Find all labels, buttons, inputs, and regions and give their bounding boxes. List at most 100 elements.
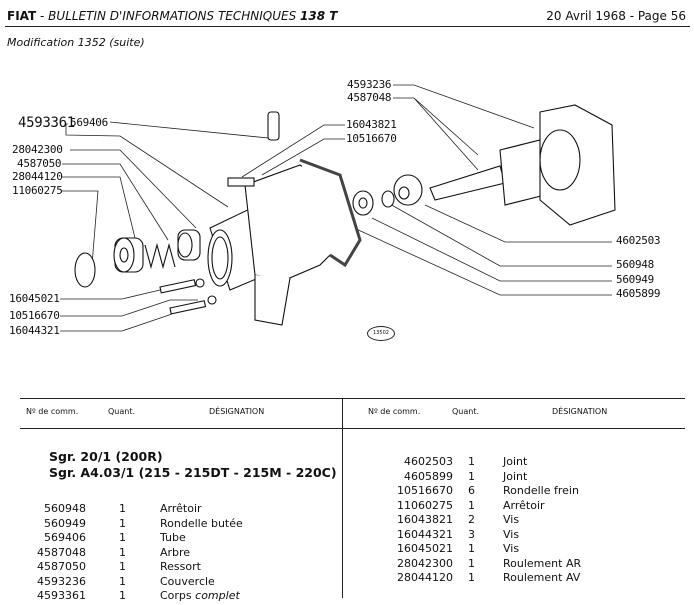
- designation-text: Roulement AR: [503, 556, 582, 570]
- designation-text: Arrêtoir: [160, 502, 202, 515]
- part-number: 4602503: [404, 455, 453, 468]
- designation: Couvercle: [160, 575, 215, 589]
- part-number: 28042300: [397, 556, 453, 570]
- col-header-qty: Quant.: [108, 407, 136, 416]
- designation: Vis: [503, 528, 519, 542]
- bulletin-name: BULLETIN D'INFORMATIONS TECHNIQUES: [48, 9, 297, 23]
- part-number: 16043821: [397, 513, 453, 526]
- table-header-rule: [20, 428, 685, 429]
- callout-label: 560949: [616, 273, 654, 286]
- circlip-part: [74, 252, 96, 288]
- designation: Joint: [503, 470, 527, 484]
- part-number: 4587048: [37, 545, 86, 559]
- col-header-part: Nº de comm.: [26, 407, 79, 416]
- quantity: 1: [468, 455, 475, 468]
- part-number: 16045021: [397, 542, 453, 555]
- quantity: 1: [119, 589, 126, 602]
- designation: Joint: [503, 455, 527, 469]
- exploded-diagram: [60, 84, 616, 332]
- designation: Vis: [503, 542, 519, 556]
- designation-qualifier: complet: [195, 589, 240, 602]
- designation-text: Arbre: [160, 545, 191, 559]
- part-number: 569406: [44, 531, 86, 544]
- callout-label: 10516670: [9, 309, 60, 322]
- quantity: 1: [468, 498, 475, 512]
- part-number: 10516670: [397, 484, 453, 497]
- designation: Vis: [503, 513, 519, 527]
- designation: Arrêtoir: [503, 499, 545, 513]
- callout-label: 4593361: [18, 115, 75, 131]
- tube-part: [267, 111, 280, 141]
- col-header-part: Nº de comm.: [368, 407, 421, 416]
- callout-label: 4593236: [347, 78, 392, 91]
- quantity: 1: [119, 574, 126, 588]
- part-number: 28044120: [397, 571, 453, 584]
- quantity: 1: [119, 502, 126, 515]
- separator: -: [36, 9, 49, 23]
- designation: Arrêtoir: [160, 502, 202, 516]
- brand: FIAT: [7, 9, 37, 23]
- group-title: Sgr. A4.03/1 (215 - 215DT - 215M - 220C): [49, 465, 337, 480]
- designation-text: Ressort: [160, 560, 201, 573]
- designation-text: Vis: [503, 527, 520, 541]
- quantity: 1: [468, 571, 475, 584]
- callout-label: 10516670: [346, 132, 397, 145]
- col-header-designation: DÉSIGNATION: [209, 407, 265, 416]
- callout-label: 16044321: [9, 324, 60, 337]
- designation: Ressort: [160, 560, 201, 574]
- bulletin-number: 138 T: [300, 9, 338, 23]
- quantity: 6: [468, 484, 475, 497]
- date-page: 20 Avril 1968 - Page 56: [546, 9, 686, 23]
- designation-text: Rondelle butée: [160, 516, 243, 530]
- spring-part: [144, 242, 176, 270]
- callout-label: 28044120: [12, 170, 63, 183]
- quantity: 3: [468, 527, 475, 541]
- designation: Roulement AR: [503, 557, 581, 571]
- designation-text: Joint: [503, 469, 528, 483]
- callout-label: 560948: [616, 258, 654, 271]
- figure-number: 13502: [367, 326, 395, 341]
- quantity: 1: [468, 469, 475, 483]
- parts: [74, 104, 616, 326]
- designation: Rondelle frein: [503, 484, 579, 498]
- callout-label: 16043821: [346, 118, 397, 131]
- designation-text: Joint: [503, 455, 528, 468]
- designation-text: Vis: [503, 513, 520, 526]
- quantity: 1: [119, 545, 126, 559]
- callout-label: 4587048: [347, 91, 392, 104]
- designation: Roulement AV: [503, 571, 580, 585]
- callout-label: 11060275: [12, 184, 63, 197]
- quantity: 1: [119, 560, 126, 573]
- group-title: Sgr. 20/1 (200R): [49, 449, 163, 464]
- quantity: 2: [468, 513, 475, 526]
- bulletin-title: FIAT - BULLETIN D'INFORMATIONS TECHNIQUE…: [7, 9, 337, 23]
- screw-part: [227, 177, 255, 187]
- quantity: 1: [119, 531, 126, 544]
- callout-label: 4605899: [616, 287, 661, 300]
- part-number: 560948: [44, 502, 86, 515]
- leader-lines: [60, 84, 612, 332]
- impeller-part: [499, 139, 546, 206]
- col-header-designation: DÉSIGNATION: [552, 407, 608, 416]
- designation: Corps complet: [160, 589, 240, 603]
- part-number: 4593236: [37, 574, 86, 588]
- part-number: 4593361: [37, 589, 86, 602]
- callout-label: 28042300: [12, 143, 63, 156]
- part-number: 16044321: [397, 527, 453, 541]
- callout-label: 16045021: [9, 292, 60, 305]
- designation-text: Vis: [503, 542, 520, 555]
- part-number: 11060275: [397, 498, 453, 512]
- part-number: 4605899: [404, 469, 453, 483]
- quantity: 1: [468, 556, 475, 570]
- quantity: 1: [119, 516, 126, 530]
- col-header-qty: Quant.: [452, 407, 480, 416]
- subtitle: Modification 1352 (suite): [7, 36, 145, 49]
- table-top-rule: [20, 398, 685, 399]
- header-rule: [5, 26, 690, 27]
- designation-text: Tube: [160, 531, 186, 544]
- designation-text: Couvercle: [160, 574, 215, 588]
- part-number: 4587050: [37, 560, 86, 573]
- designation: Rondelle butée: [160, 517, 243, 531]
- quantity: 1: [468, 542, 475, 555]
- callout-label: 569406: [70, 116, 108, 129]
